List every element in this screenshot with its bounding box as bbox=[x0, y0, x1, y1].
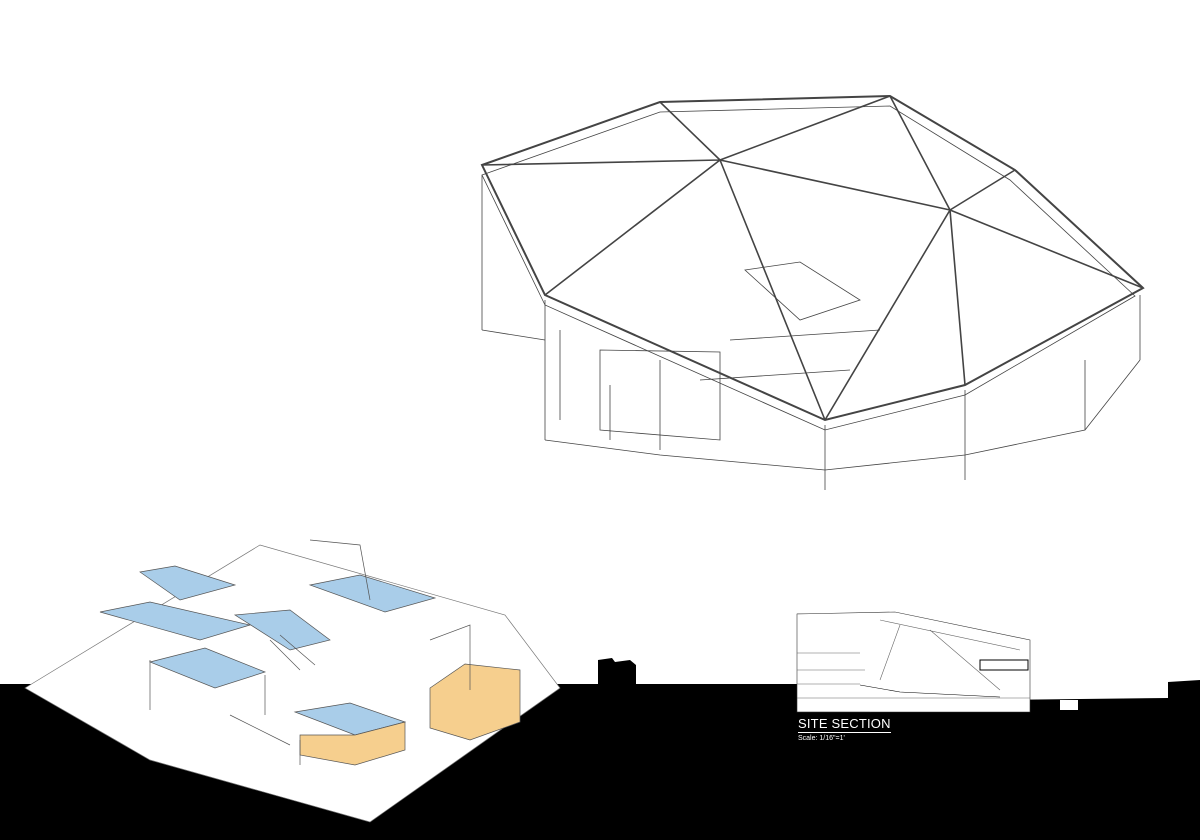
truss-axonometric bbox=[480, 94, 1145, 490]
site-section-scale: Scale: 1/16"=1' bbox=[798, 735, 845, 742]
campus-axonometric bbox=[24, 539, 561, 823]
roof-blue bbox=[148, 647, 267, 689]
accent-orange bbox=[429, 663, 521, 741]
roof-truss-ring bbox=[480, 94, 1145, 422]
roof-blue bbox=[233, 609, 331, 651]
site-section-title: SITE SECTION bbox=[798, 716, 891, 733]
roof-blue bbox=[139, 565, 237, 601]
roof-blue bbox=[99, 601, 252, 641]
roof-blue bbox=[308, 574, 437, 613]
site-section-drawing bbox=[796, 611, 1031, 713]
section-void bbox=[1060, 700, 1078, 710]
